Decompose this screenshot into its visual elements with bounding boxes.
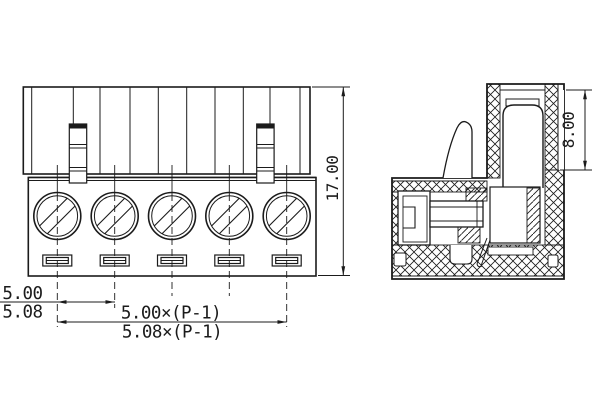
- wire-cavity: [502, 104, 544, 188]
- spring-contact: [476, 237, 491, 268]
- dim-pitch-primary: 5.00: [2, 284, 42, 304]
- arrowhead: [341, 87, 346, 97]
- clamp-body: [429, 200, 484, 228]
- dimension-overall-height: 17.00: [312, 86, 350, 276]
- foot-notch-right: [547, 254, 559, 268]
- hatch-tower-right-wall: [544, 83, 559, 171]
- metal-part-hatch: [526, 187, 541, 244]
- dim-span-alt: 5.08×(P-1): [122, 323, 222, 343]
- metal-part-hatch: [465, 187, 488, 202]
- arrowhead: [583, 90, 587, 100]
- screw-cavity: [397, 190, 431, 246]
- front-view: [22, 86, 317, 327]
- dim-span-primary: 5.00×(P-1): [121, 304, 221, 324]
- latch-tab-left: [68, 123, 88, 184]
- arrowhead: [277, 320, 287, 324]
- release-lever: [442, 120, 473, 179]
- side-section-view: [391, 83, 565, 280]
- arrowhead: [57, 320, 67, 324]
- dim-overall-height: 17.00: [323, 156, 342, 202]
- contact-chamber: [489, 186, 541, 244]
- arrowhead: [583, 160, 587, 170]
- arrowhead: [57, 300, 67, 304]
- dim-plug-height: 8.00: [559, 112, 578, 149]
- foot-notch-left: [393, 252, 407, 267]
- housing-segment-lines: [31, 87, 301, 174]
- bottom-tab: [449, 245, 473, 265]
- hatch-tower-left-wall: [486, 83, 501, 179]
- latch-tab-right: [256, 123, 275, 184]
- dim-pitch-alt: 5.08: [2, 303, 42, 323]
- arrowhead: [341, 266, 346, 276]
- tower-interior: [500, 89, 545, 188]
- dimension-pitch: 5.00 5.08: [0, 284, 115, 323]
- pitch-centerlines: [56, 165, 288, 327]
- dimension-plug-height: 8.00: [559, 89, 592, 171]
- metal-part-hatch: [457, 226, 481, 244]
- arrowhead: [105, 300, 115, 304]
- bottom-features: [393, 237, 559, 268]
- hatch-right-column: [544, 169, 565, 246]
- dimension-span: 5.00×(P-1) 5.08×(P-1): [57, 304, 287, 343]
